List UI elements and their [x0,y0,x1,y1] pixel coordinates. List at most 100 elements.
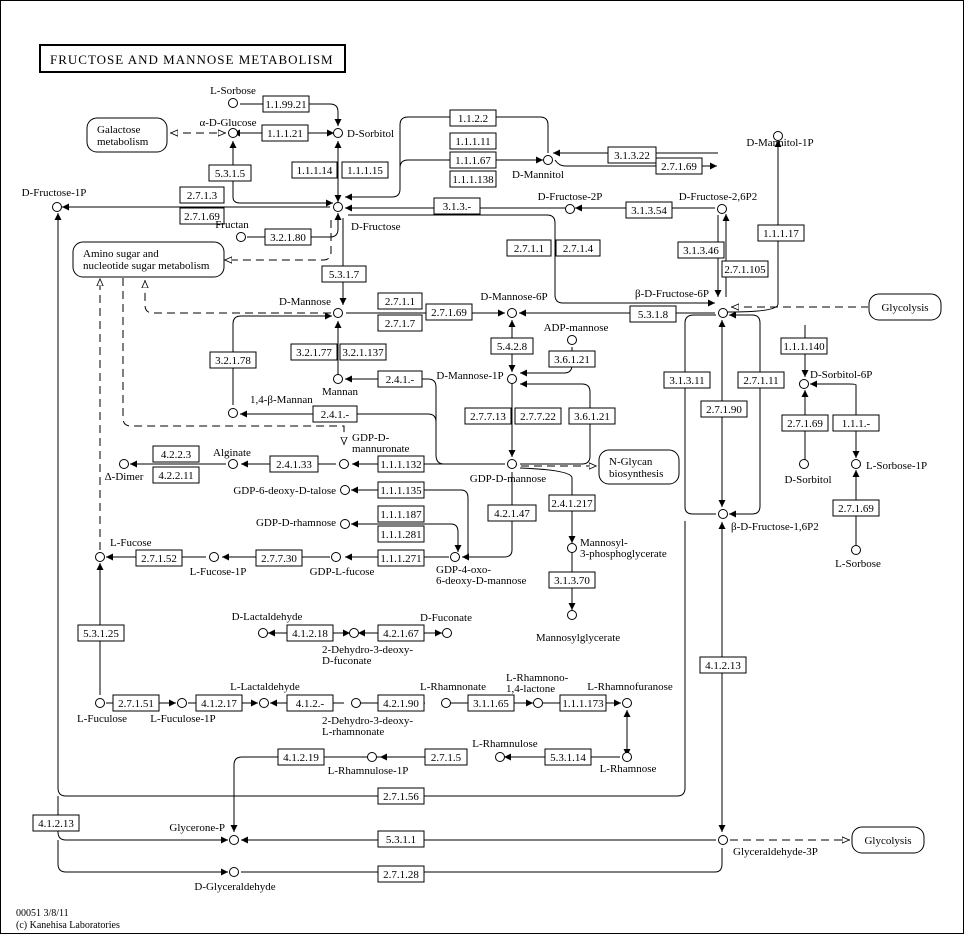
enzyme-box-2-7-1-11[interactable]: 2.7.1.11 [737,371,785,389]
enzyme-box-2-7-1-69[interactable]: 2.7.1.69 [781,414,829,432]
compound-node-glyceraldehyde-3p[interactable] [718,835,728,845]
enzyme-box-3-1-1-65[interactable]: 3.1.1.65 [467,694,515,712]
enzyme-box-2-7-1-69[interactable]: 2.7.1.69 [179,207,225,225]
compound-node-l-sorbose-right[interactable] [851,545,861,555]
enzyme-box-2-7-7-13[interactable]: 2.7.7.13 [464,407,512,425]
compound-node-dehydro-d-fuconate[interactable] [349,628,359,638]
compound-node-mannosylglycerate[interactable] [567,610,577,620]
enzyme-box-2-7-1-105[interactable]: 2.7.1.105 [721,260,769,278]
compound-node-d-mannose-1p[interactable] [507,374,517,384]
compound-node-l-rhamnulose[interactable] [495,752,505,762]
compound-node-d-mannose[interactable] [333,308,343,318]
enzyme-box-1-1-1-187[interactable]: 1.1.1.187 [377,505,425,523]
enzyme-box-1-1-1-138[interactable]: 1.1.1.138 [449,170,497,188]
compound-node-l-fucose-1p[interactable] [209,552,219,562]
compound-node-d-fructose-1p[interactable] [52,202,62,212]
compound-node-l-rhamnose[interactable] [622,752,632,762]
enzyme-box-1-1-1--[interactable]: 1.1.1.- [832,414,880,432]
compound-node-d-fructose-26p2[interactable] [717,204,727,214]
compound-node-d-glyceraldehyde[interactable] [229,867,239,877]
enzyme-box-1-1-1-67[interactable]: 1.1.1.67 [449,151,497,169]
enzyme-box-3-2-1-77[interactable]: 3.2.1.77 [290,343,338,361]
compound-node-mannan-14b[interactable] [228,408,238,418]
enzyme-box-2-7-1-69[interactable]: 2.7.1.69 [832,499,880,517]
compound-node-l-rhamnulose-1p[interactable] [367,752,377,762]
enzyme-box-4-2-1-90[interactable]: 4.2.1.90 [377,694,425,712]
enzyme-box-3-1-3-11[interactable]: 3.1.3.11 [663,371,711,389]
enzyme-box-2-7-1-56[interactable]: 2.7.1.56 [377,787,425,805]
compound-node-d-lactaldehyde[interactable] [258,628,268,638]
compound-node-mannan[interactable] [333,374,343,384]
enzyme-box-3-2-1-80[interactable]: 3.2.1.80 [264,228,312,246]
enzyme-box-2-7-1-1[interactable]: 2.7.1.1 [377,292,423,310]
compound-node-b-d-fructose-6p[interactable] [718,308,728,318]
compound-node-delta-dimer[interactable] [119,459,129,469]
enzyme-box-1-1-99-21[interactable]: 1.1.99.21 [262,95,310,113]
compound-node-l-sorbose-1p[interactable] [851,459,861,469]
enzyme-box-5-3-1-5[interactable]: 5.3.1.5 [208,164,252,182]
compound-node-b-d-fructose-16p2[interactable] [718,509,728,519]
compound-node-gdp-d-mannuronate[interactable] [339,459,349,469]
compound-node-alginate[interactable] [228,459,238,469]
compound-node-l-rhamnono-lactone[interactable] [533,698,543,708]
map-glycolysis-top[interactable]: Glycolysis [868,293,942,321]
enzyme-box-5-3-1-1[interactable]: 5.3.1.1 [377,830,425,848]
enzyme-box-2-7-1-69[interactable]: 2.7.1.69 [655,157,703,175]
enzyme-box-1-1-1-271[interactable]: 1.1.1.271 [377,549,425,567]
compound-node-glycerone-p[interactable] [229,835,239,845]
compound-node-l-fuculose[interactable] [95,698,105,708]
enzyme-box-3-6-1-21[interactable]: 3.6.1.21 [548,350,596,368]
enzyme-box-5-3-1-8[interactable]: 5.3.1.8 [629,305,677,323]
enzyme-box-2-7-1-3[interactable]: 2.7.1.3 [179,186,225,204]
enzyme-box-4-1-2-17[interactable]: 4.1.2.17 [195,694,243,712]
enzyme-box-2-4-1--[interactable]: 2.4.1.- [377,370,423,388]
enzyme-box-2-7-1-5[interactable]: 2.7.1.5 [424,748,468,766]
enzyme-box-2-7-1-7[interactable]: 2.7.1.7 [377,314,423,332]
compound-node-gdp-6-deoxy-d-talose[interactable] [340,485,350,495]
enzyme-box-3-6-1-21[interactable]: 3.6.1.21 [568,407,616,425]
enzyme-box-1-1-1-132[interactable]: 1.1.1.132 [377,455,425,473]
enzyme-box-4-2-1-47[interactable]: 4.2.1.47 [487,504,537,522]
enzyme-box-5-3-1-14[interactable]: 5.3.1.14 [544,748,592,766]
compound-node-gdp-d-mannose[interactable] [507,459,517,469]
enzyme-box-4-2-1-67[interactable]: 4.2.1.67 [377,624,425,642]
enzyme-box-1-1-1-17[interactable]: 1.1.1.17 [757,224,805,242]
enzyme-box-2-7-1-28[interactable]: 2.7.1.28 [377,865,425,883]
compound-node-gdp-d-rhamnose[interactable] [340,519,350,529]
enzyme-box-4-1-2-13[interactable]: 4.1.2.13 [32,814,80,832]
enzyme-box-1-1-2-2[interactable]: 1.1.2.2 [449,109,497,127]
enzyme-box-4-1-2-19[interactable]: 4.1.2.19 [277,748,325,766]
enzyme-box-2-7-1-1[interactable]: 2.7.1.1 [506,239,552,257]
compound-node-fructan[interactable] [236,232,246,242]
compound-node-l-sorbose-top[interactable] [228,98,238,108]
enzyme-box-1-1-1-135[interactable]: 1.1.1.135 [377,481,425,499]
compound-node-gdp-l-fucose[interactable] [331,552,341,562]
enzyme-box-2-4-1-217[interactable]: 2.4.1.217 [548,494,596,512]
enzyme-box-2-7-7-30[interactable]: 2.7.7.30 [255,549,303,567]
enzyme-box-1-1-1-11[interactable]: 1.1.1.11 [449,132,497,150]
enzyme-box-5-3-1-25[interactable]: 5.3.1.25 [77,624,125,642]
enzyme-box-2-7-1-4[interactable]: 2.7.1.4 [555,239,601,257]
compound-node-d-sorbitol-right[interactable] [799,459,809,469]
enzyme-box-4-2-2-3[interactable]: 4.2.2.3 [152,445,200,463]
compound-node-gdp-4-oxo[interactable] [450,552,460,562]
compound-node-d-fructose-2p[interactable] [565,204,575,214]
compound-node-d-fructose[interactable] [333,202,343,212]
enzyme-box-4-1-2-18[interactable]: 4.1.2.18 [286,624,334,642]
compound-node-l-lactaldehyde[interactable] [259,698,269,708]
compound-node-adp-mannose[interactable] [567,335,577,345]
compound-node-d-mannitol-1p[interactable] [773,131,783,141]
enzyme-box-3-1-3-54[interactable]: 3.1.3.54 [625,201,673,219]
enzyme-box-2-7-1-52[interactable]: 2.7.1.52 [135,549,183,567]
compound-node-d-sorbitol[interactable] [333,128,343,138]
enzyme-box-3-1-3-22[interactable]: 3.1.3.22 [607,146,657,164]
compound-node-l-rhamnonate[interactable] [441,698,451,708]
enzyme-box-5-3-1-7[interactable]: 5.3.1.7 [321,265,367,283]
compound-node-mannosyl-3pg[interactable] [567,543,577,553]
enzyme-box-2-7-7-22[interactable]: 2.7.7.22 [514,407,562,425]
compound-node-l-fuculose-1p[interactable] [177,698,187,708]
enzyme-box-3-2-1-78[interactable]: 3.2.1.78 [209,351,257,369]
enzyme-box-3-1-3--[interactable]: 3.1.3.- [433,197,481,215]
